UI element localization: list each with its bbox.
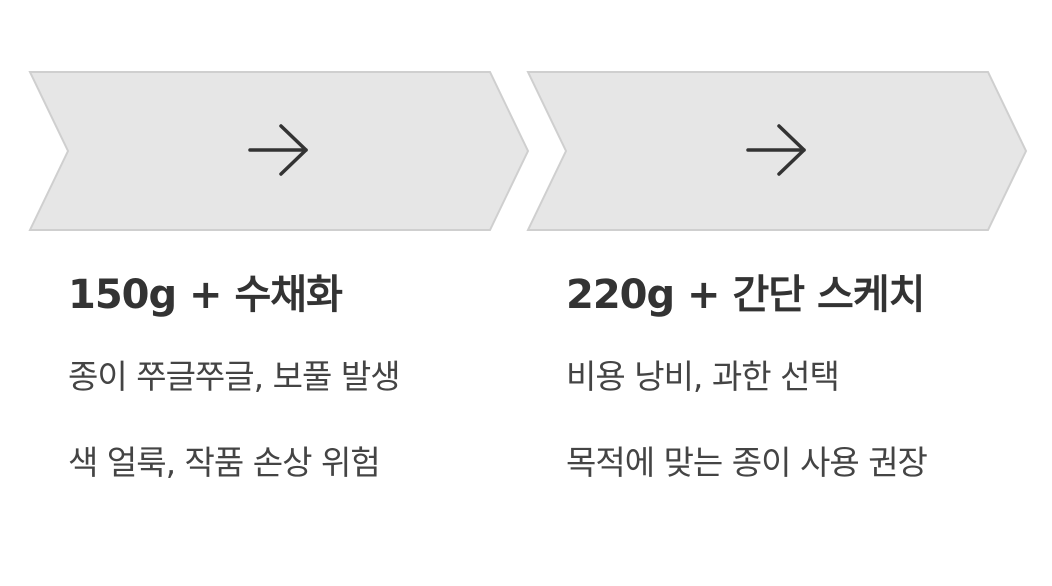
- arrow-right-icon: [248, 122, 312, 178]
- step-detail: 비용 낭비, 과한 선택: [566, 357, 840, 396]
- step-title: 220g + 간단 스케치: [566, 272, 925, 318]
- step-detail: 색 얼룩, 작품 손상 위험: [68, 443, 381, 482]
- step-detail: 종이 쭈글쭈글, 보풀 발생: [68, 357, 401, 396]
- step-title: 150g + 수채화: [68, 272, 343, 318]
- arrow-right-icon: [746, 122, 810, 178]
- step-detail: 목적에 맞는 종이 사용 권장: [566, 443, 928, 482]
- step-card-1: 150g + 수채화 종이 쭈글쭈글, 보풀 발생 색 얼룩, 작품 손상 위험: [28, 0, 530, 586]
- step-card-2: 220g + 간단 스케치 비용 낭비, 과한 선택 목적에 맞는 종이 사용 …: [526, 0, 1028, 586]
